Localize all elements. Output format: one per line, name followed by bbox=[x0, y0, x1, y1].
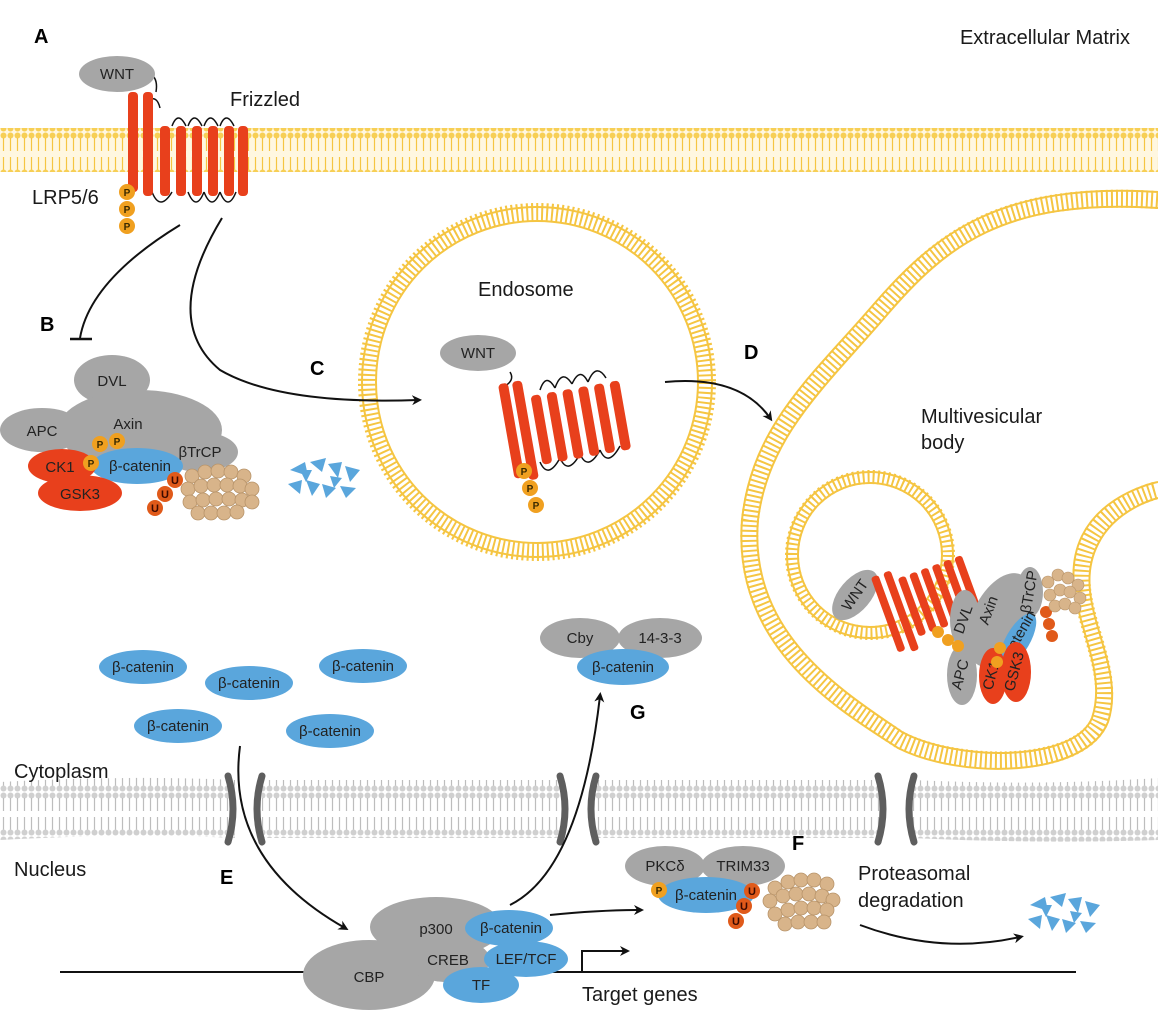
svg-text:U: U bbox=[740, 901, 748, 913]
tf-label: TF bbox=[472, 977, 490, 994]
arrow-degradation bbox=[859, 924, 1024, 945]
p300-label: p300 bbox=[419, 921, 452, 938]
frizzled-helix bbox=[143, 92, 153, 196]
mvb-sequestered-complex: WNT DVL Axin βTrCP β-catenin APC CK1 GSK… bbox=[832, 555, 1087, 705]
frizzled-label: Frizzled bbox=[230, 89, 300, 111]
wnt-label: WNT bbox=[100, 66, 134, 83]
panel-c: C bbox=[310, 358, 324, 380]
frizzled-helix bbox=[192, 126, 202, 196]
arrow-g bbox=[509, 692, 605, 906]
degraded-protein-fragments bbox=[288, 458, 360, 498]
svg-text:P: P bbox=[124, 205, 131, 216]
cby-14-3-3-complex: Cby 14-3-3 β-catenin bbox=[540, 618, 702, 685]
svg-text:P: P bbox=[88, 459, 95, 470]
svg-text:P: P bbox=[114, 437, 121, 448]
svg-text:U: U bbox=[161, 489, 169, 501]
free-beta-catenin-pool: β-catenin β-catenin β-catenin β-catenin … bbox=[99, 649, 407, 748]
btrcp-label: βTrCP bbox=[178, 444, 221, 461]
lef-tcf-label: LEF/TCF bbox=[496, 951, 557, 968]
pathway-arrows bbox=[70, 217, 1024, 945]
lrp-label: LRP5/6 bbox=[32, 187, 99, 209]
svg-text:P: P bbox=[527, 484, 534, 495]
destruction-complex: DVL Axin APC βTrCP β-catenin GSK3 CK1 P … bbox=[0, 355, 238, 516]
creb-label: CREB bbox=[427, 952, 469, 969]
frizzled-helix bbox=[208, 126, 218, 196]
p1433-label: 14-3-3 bbox=[638, 630, 681, 647]
receptor-complex: WNT P P P bbox=[79, 56, 248, 234]
frizzled-helix bbox=[176, 126, 186, 196]
wnt-endosome-label: WNT bbox=[461, 345, 495, 362]
plasma-membrane bbox=[0, 128, 1158, 172]
svg-text:U: U bbox=[748, 886, 756, 898]
nuclear-envelope bbox=[0, 772, 1158, 846]
beta-catenin-f-label: β-catenin bbox=[675, 887, 737, 904]
svg-text:P: P bbox=[97, 440, 104, 451]
svg-text:U: U bbox=[732, 916, 740, 928]
beta-catenin-free-2: β-catenin bbox=[218, 675, 280, 692]
beta-catenin-e-label: β-catenin bbox=[480, 920, 542, 937]
svg-text:P: P bbox=[533, 501, 540, 512]
endosome-receptor-complex: WNT P P P bbox=[440, 335, 631, 513]
proteasomal-label-line1: Proteasomal bbox=[858, 863, 970, 885]
svg-text:U: U bbox=[151, 503, 159, 515]
arrow-c bbox=[189, 217, 422, 406]
extracellular-label: Extracellular Matrix bbox=[960, 27, 1130, 49]
beta-catenin-free-4: β-catenin bbox=[147, 718, 209, 735]
arrow-d bbox=[664, 380, 773, 422]
mvb-label-line2: body bbox=[921, 432, 964, 454]
pkcd-label: PKCδ bbox=[645, 858, 684, 875]
beta-catenin-free-3: β-catenin bbox=[332, 658, 394, 675]
target-genes-label: Target genes bbox=[582, 984, 698, 1006]
axin-label: Axin bbox=[113, 416, 142, 433]
svg-text:P: P bbox=[656, 886, 663, 897]
frizzled-helix bbox=[238, 126, 248, 196]
nucleus-label: Nucleus bbox=[14, 859, 86, 881]
lrp-receptor-bar bbox=[128, 92, 138, 192]
panel-f: F bbox=[792, 833, 804, 855]
panel-g: G bbox=[630, 702, 646, 724]
proteasomal-label-line2: degradation bbox=[858, 890, 964, 912]
proteasome-nuclear bbox=[762, 872, 841, 932]
cytoplasm-label: Cytoplasm bbox=[14, 761, 108, 783]
apc-label: APC bbox=[27, 423, 58, 440]
phospho-group: P P P bbox=[119, 184, 135, 234]
cbp-label: CBP bbox=[354, 969, 385, 986]
arrow-f bbox=[549, 905, 644, 916]
trim33-label: TRIM33 bbox=[716, 858, 769, 875]
frizzled-helix bbox=[224, 126, 234, 196]
svg-text:P: P bbox=[124, 188, 131, 199]
endosome-label: Endosome bbox=[478, 279, 574, 301]
dna-strand bbox=[60, 946, 1076, 973]
transcription-complex: p300 CBP CREB β-catenin LEF/TCF TF bbox=[303, 897, 568, 1010]
panel-b: B bbox=[40, 314, 54, 336]
svg-text:P: P bbox=[124, 222, 131, 233]
svg-text:U: U bbox=[171, 475, 179, 487]
beta-catenin-g-label: β-catenin bbox=[592, 659, 654, 676]
panel-a: A bbox=[34, 26, 48, 48]
ck1-label: CK1 bbox=[45, 459, 74, 476]
pkcd-trim33-complex: PKCδ TRIM33 β-catenin P U U U bbox=[625, 846, 785, 929]
panel-e: E bbox=[220, 867, 233, 889]
beta-catenin-label: β-catenin bbox=[109, 458, 171, 475]
inhibition-arrow bbox=[79, 224, 181, 339]
arrow-e bbox=[237, 745, 349, 930]
proteasome bbox=[180, 463, 260, 521]
gsk3-label: GSK3 bbox=[60, 486, 100, 503]
beta-catenin-free-1: β-catenin bbox=[112, 659, 174, 676]
cby-label: Cby bbox=[567, 630, 594, 647]
dvl-label: DVL bbox=[97, 373, 126, 390]
beta-catenin-free-5: β-catenin bbox=[299, 723, 361, 740]
frizzled-helix bbox=[160, 126, 170, 196]
mvb-label-line1: Multivesicular bbox=[921, 406, 1042, 428]
svg-text:P: P bbox=[521, 467, 528, 478]
wnt-ligand: WNT bbox=[79, 56, 155, 92]
degraded-protein-fragments-nuclear bbox=[1028, 893, 1100, 933]
panel-d: D bbox=[744, 342, 758, 364]
